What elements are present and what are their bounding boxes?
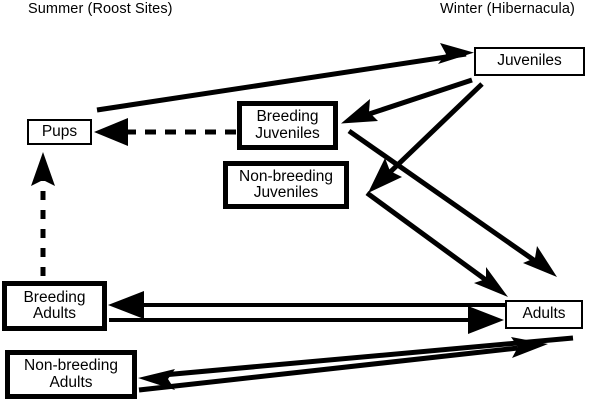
season-label-summer: Summer (Roost Sites) — [28, 1, 173, 17]
node-nonbreeding-juveniles[interactable]: Non-breeding Juveniles — [223, 161, 349, 209]
edge-nonbreeding-adults-to-adults — [138, 337, 548, 393]
node-juveniles[interactable]: Juveniles — [474, 47, 585, 76]
edge-juveniles-to-breeding-juv — [341, 77, 473, 124]
edge-pups-to-juveniles — [96, 43, 474, 113]
edge-juveniles-to-nonbreeding-juv — [368, 82, 484, 193]
edge-breeding-adults-to-adults — [109, 306, 504, 334]
node-breeding-juveniles-line2: Juveniles — [255, 124, 320, 142]
edge-nonbreeding-juv-to-adults — [365, 190, 508, 297]
node-pups[interactable]: Pups — [27, 119, 92, 145]
node-nonbreeding-adults-line1: Non-breeding — [24, 357, 118, 375]
edge-adults-to-breeding-adults — [108, 291, 505, 319]
node-breeding-juveniles-line1: Breeding — [256, 108, 319, 126]
node-juveniles-label: Juveniles — [497, 52, 562, 70]
node-breeding-adults-line1: Breeding — [23, 288, 86, 306]
node-nonbreeding-juveniles-line1: Non-breeding — [239, 167, 333, 185]
edge-breeding-juv-to-adults — [347, 128, 557, 277]
season-label-winter: Winter (Hibernacula) — [440, 1, 575, 17]
edge-breeding-juv-to-pups — [94, 118, 236, 146]
node-breeding-juveniles[interactable]: Breeding Juveniles — [237, 101, 338, 150]
node-adults-label: Adults — [522, 305, 566, 323]
edge-breeding-adults-to-pups — [31, 152, 55, 276]
node-adults[interactable]: Adults — [505, 300, 583, 329]
node-nonbreeding-juveniles-line2: Juveniles — [253, 184, 319, 201]
node-breeding-adults-line2: Adults — [32, 305, 77, 322]
node-nonbreeding-adults[interactable]: Non-breeding Adults — [5, 350, 137, 399]
node-nonbreeding-adults-line2: Adults — [49, 373, 93, 391]
node-pups-label: Pups — [41, 122, 78, 140]
node-breeding-adults[interactable]: Breeding Adults — [2, 281, 107, 331]
